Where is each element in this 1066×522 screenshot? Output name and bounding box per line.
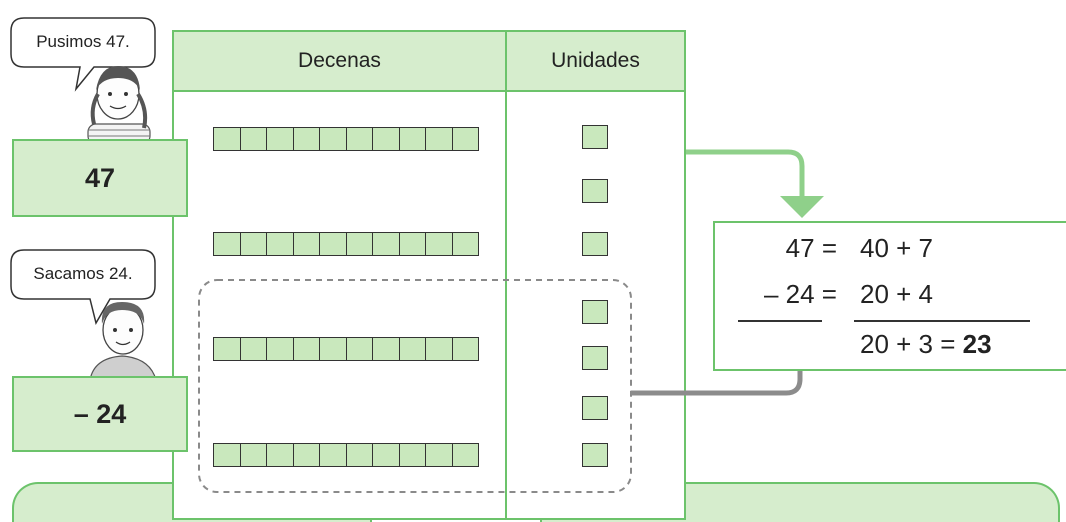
unit-cube xyxy=(582,346,608,370)
eq-row2-left: – 24 = xyxy=(763,279,837,309)
unit-cube xyxy=(582,443,608,467)
eq-underline-left xyxy=(738,320,822,322)
first-number-box: 47 xyxy=(12,139,188,217)
boy-speech-bubble: Sacamos 24. xyxy=(10,249,156,329)
tens-bar xyxy=(213,337,479,361)
unit-cube xyxy=(582,396,608,420)
green-arrow-head xyxy=(780,196,824,218)
eq-row1-right: 40 + 7 xyxy=(860,233,934,263)
eq-row1-left: 47 = xyxy=(785,233,837,263)
first-number: 47 xyxy=(84,162,116,193)
boy-bubble-text: Sacamos 24. xyxy=(33,264,133,283)
units-column-header: Unidades xyxy=(507,32,684,90)
unit-cube xyxy=(582,179,608,203)
girl-illustration xyxy=(87,66,151,142)
eq-row3: 20 + 3 = 23 xyxy=(860,329,992,360)
eq-row3-prefix: 20 + 3 = xyxy=(860,329,956,359)
eq-result: 23 xyxy=(962,329,992,359)
tens-bar xyxy=(213,127,479,151)
header-rule xyxy=(172,90,686,92)
tens-column-header: Decenas xyxy=(174,32,505,90)
second-number-box: – 24 xyxy=(12,376,188,452)
unit-cube xyxy=(582,125,608,149)
unit-cube xyxy=(582,300,608,324)
green-arrow-line xyxy=(686,149,805,198)
tens-bar xyxy=(213,232,479,256)
boy-illustration xyxy=(89,302,157,380)
eq-row2-right: 20 + 4 xyxy=(860,279,934,309)
girl-speech-bubble: Pusimos 47. xyxy=(10,17,156,97)
equation-box: 47 = 40 + 7 – 24 = 20 + 4 20 + 3 = 23 xyxy=(713,221,1066,371)
column-divider xyxy=(505,30,507,520)
unit-cube xyxy=(582,232,608,256)
tens-bar xyxy=(213,443,479,467)
girl-bubble-text: Pusimos 47. xyxy=(36,32,130,51)
eq-underline-right xyxy=(854,320,1030,322)
second-number: – 24 xyxy=(73,398,127,429)
